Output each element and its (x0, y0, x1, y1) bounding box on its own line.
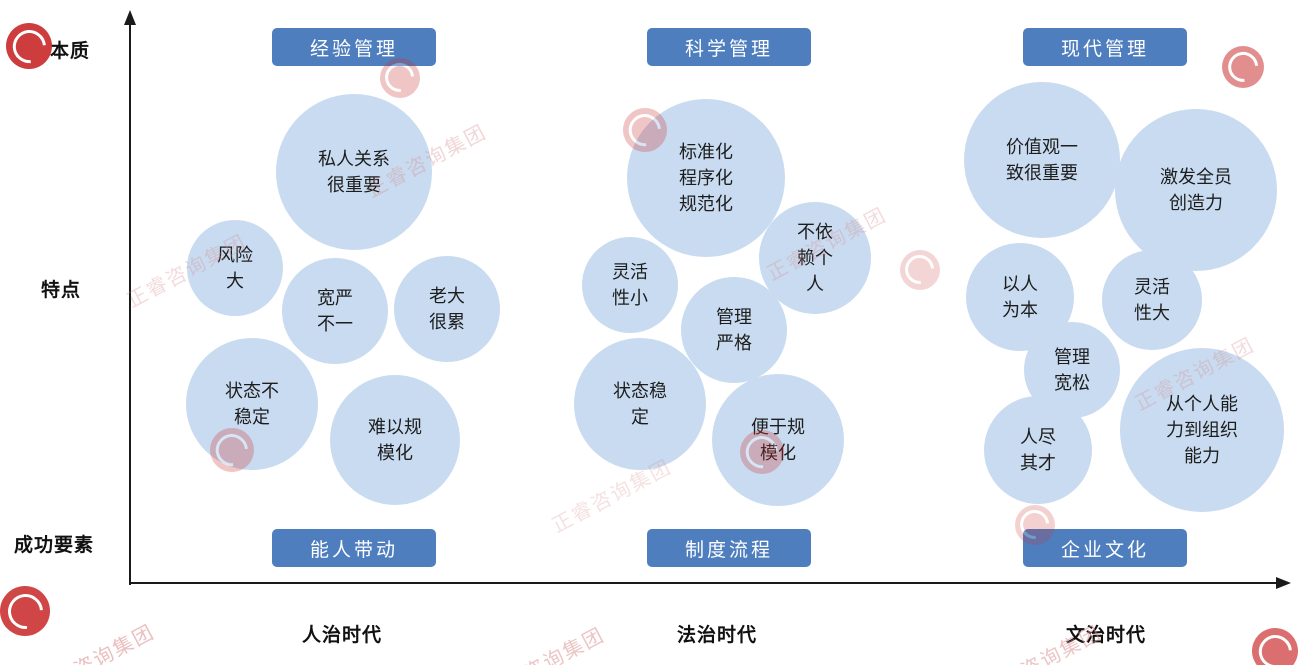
tag-system-process: 制度流程 (647, 529, 811, 567)
tag-experience-management: 经验管理 (272, 28, 436, 66)
tag-capable-people-drive: 能人带动 (272, 529, 436, 567)
y-axis-label-features: 特点 (41, 280, 82, 301)
x-axis-label-era-1: 人治时代 (302, 625, 383, 646)
x-axis-label-era-3: 文治时代 (1066, 625, 1147, 646)
bubble-no-individual-dependence: 不依 赖个 人 (759, 202, 871, 314)
y-axis-label-essence: 本质 (50, 41, 91, 62)
bubble-hard-to-scale: 难以规 模化 (330, 375, 460, 505)
bubble-loose-management: 管理 宽松 (1024, 322, 1120, 418)
bubble-tired-boss: 老大 很累 (394, 256, 500, 362)
bubble-stable-state: 状态稳 定 (574, 338, 706, 470)
y-axis-label-success: 成功要素 (14, 535, 95, 556)
bubble-talents-used: 人尽 其才 (984, 396, 1092, 504)
bubble-high-flexibility: 灵活 性大 (1102, 250, 1202, 350)
bubble-inconsistent-rules: 宽严 不一 (282, 258, 388, 364)
bubble-low-flexibility: 灵活 性小 (582, 237, 678, 333)
tag-scientific-management: 科学管理 (647, 28, 811, 66)
tag-corporate-culture: 企业文化 (1023, 529, 1187, 567)
bubble-standardization: 标准化 程序化 规范化 (627, 99, 785, 257)
bubble-unstable-state: 状态不 稳定 (186, 338, 318, 470)
bubble-high-risk: 风险 大 (187, 220, 283, 316)
tag-modern-management: 现代管理 (1023, 28, 1187, 66)
bubble-individual-to-org-capability: 从个人能 力到组织 能力 (1120, 348, 1284, 512)
bubble-shared-values: 价值观一 致很重要 (964, 82, 1120, 238)
bubble-easy-to-scale: 便于规 模化 (712, 374, 844, 506)
bubble-inspire-creativity: 激发全员 创造力 (1115, 109, 1277, 271)
bubble-strict-management: 管理 严格 (681, 277, 787, 383)
x-axis-label-era-2: 法治时代 (677, 625, 758, 646)
bubble-private-relations: 私人关系 很重要 (276, 94, 432, 250)
